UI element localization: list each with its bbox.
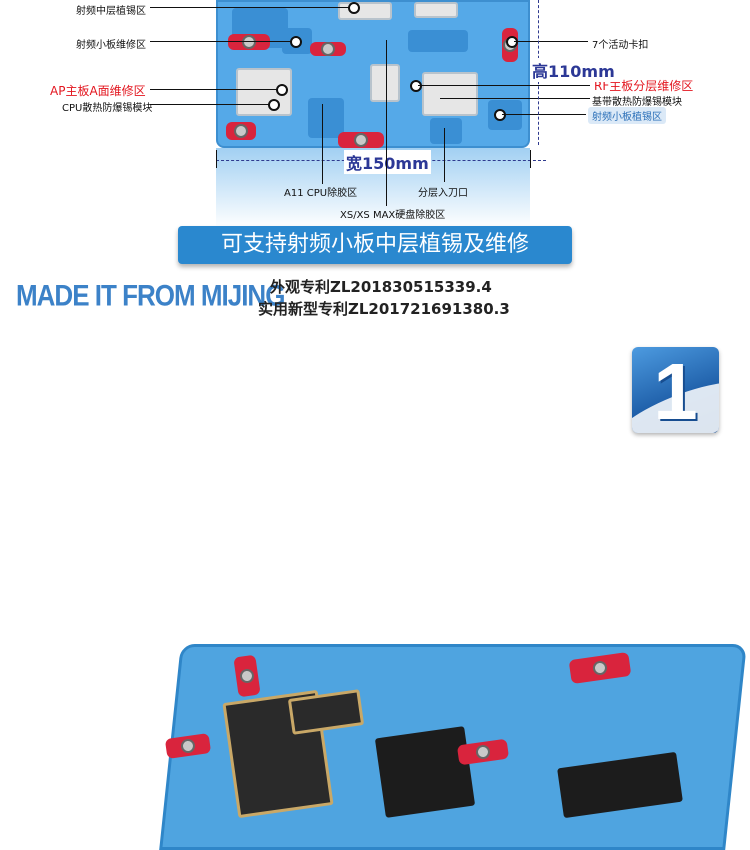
- callout-dot: [506, 36, 518, 48]
- callout-line: [150, 89, 278, 90]
- callout-dot: [348, 2, 360, 14]
- pcb-chip: [374, 726, 476, 818]
- brand-text: MADE IT FROM MIJING: [16, 278, 285, 313]
- patent-utility: 实用新型专利ZL201721691380.3: [258, 300, 510, 318]
- label-rf-mid: 射频中层植锡区: [76, 6, 146, 17]
- height-label: 高110mm: [530, 58, 617, 82]
- label-base-heat: 基带散热防爆锡模块: [592, 97, 682, 108]
- callout-line: [444, 128, 445, 182]
- step-number-badge: 1: [632, 347, 719, 433]
- label-a11: A11 CPU除胶区: [284, 188, 358, 199]
- label-xs: XS/XS MAX硬盘除胶区: [340, 210, 446, 221]
- patent-design: 外观专利ZL201830515339.4: [270, 278, 492, 296]
- width-label: 宽150mm: [344, 150, 431, 174]
- dim-tick: [530, 150, 531, 168]
- callout-line: [418, 85, 590, 86]
- clip: [226, 122, 256, 140]
- metal-pad: [338, 2, 392, 20]
- callout-dot: [276, 84, 288, 96]
- callout-line: [514, 41, 588, 42]
- slot: [430, 118, 462, 144]
- fixture-plate: [216, 0, 530, 148]
- label-rf-small: 射频小板维修区: [76, 40, 146, 51]
- slot: [308, 98, 344, 138]
- callout-dot: [290, 36, 302, 48]
- slot: [408, 30, 468, 52]
- feature-banner: 可支持射频小板中层植锡及维修: [178, 226, 572, 264]
- label-layer: 分层入刀口: [418, 188, 468, 199]
- dim-tick: [216, 150, 217, 168]
- clip: [228, 34, 270, 50]
- callout-line: [150, 41, 292, 42]
- step-number: 1: [653, 347, 698, 434]
- metal-pad: [370, 64, 400, 102]
- metal-pad: [414, 2, 458, 18]
- callout-line: [150, 7, 350, 8]
- callout-dot: [268, 99, 280, 111]
- callout-line: [502, 114, 586, 115]
- callout-line: [150, 104, 270, 105]
- label-clips: 7个活动卡扣: [592, 40, 649, 51]
- callout-line: [322, 104, 323, 184]
- callout-dot: [494, 109, 506, 121]
- label-rf-main: RF主板分层维修区: [594, 79, 694, 93]
- clip: [310, 42, 346, 56]
- label-rf-small-tin: 射频小板植锡区: [588, 107, 666, 124]
- clip: [338, 132, 384, 148]
- callout-line: [440, 98, 590, 99]
- label-ap-main: AP主板A面维修区: [50, 84, 146, 98]
- callout-line: [386, 40, 387, 206]
- metal-pad-rf: [422, 72, 478, 116]
- callout-dot: [410, 80, 422, 92]
- label-cpu-heat: CPU散热防爆锡模块: [62, 103, 153, 114]
